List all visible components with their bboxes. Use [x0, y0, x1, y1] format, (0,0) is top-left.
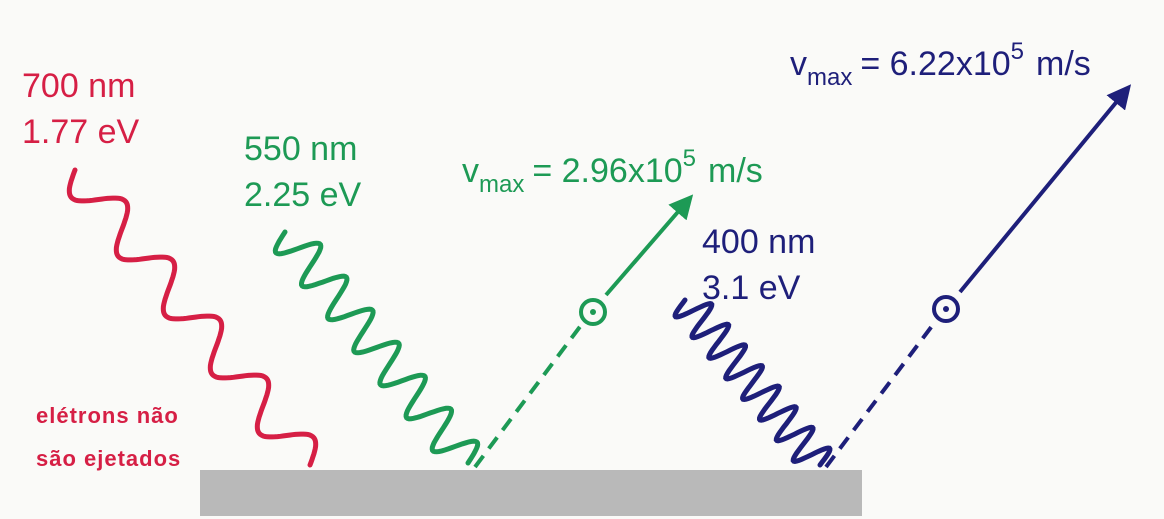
green-electron-core — [590, 309, 596, 315]
no-ejection-note-line2: são ejetados — [36, 446, 181, 471]
red-wavelength-label: 700 nm — [22, 67, 135, 105]
green-wavelength-label: 550 nm — [244, 130, 357, 168]
green-energy-label: 2.25 eV — [244, 176, 362, 214]
navy-electron-core — [943, 306, 949, 312]
navy-energy-label: 3.1 eV — [702, 269, 801, 307]
red-photon-wave — [66, 167, 319, 468]
green-electron-velocity-arrow — [604, 194, 694, 297]
metal-plate — [200, 470, 862, 516]
navy-photon-wave — [672, 297, 833, 468]
navy-electron-velocity-arrow — [958, 84, 1132, 294]
green-photon-wave — [272, 229, 481, 466]
red-energy-label: 1.77 eV — [22, 113, 140, 151]
green-electron-dashed-path — [473, 322, 584, 469]
navy-wavelength-label: 400 nm — [702, 223, 815, 261]
no-ejection-note-line1: elétrons não — [36, 403, 179, 428]
navy-electron-dashed-path — [824, 320, 937, 469]
